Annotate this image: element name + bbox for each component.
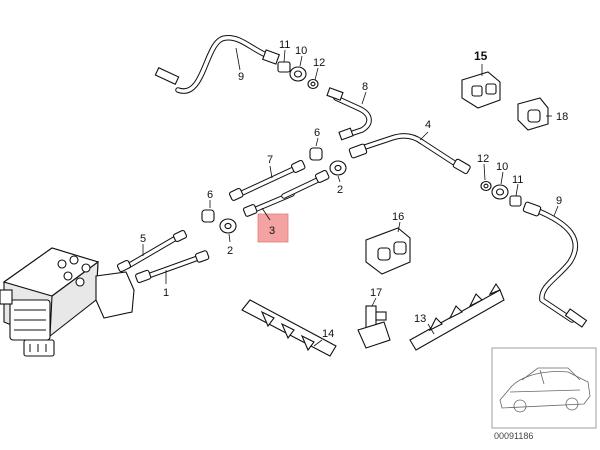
clip-17 (357, 305, 391, 349)
abs-hydraulic-unit (0, 247, 135, 357)
washer-12-top (307, 78, 319, 90)
callout-10-top: 10 (295, 45, 307, 57)
callout-5: 5 (140, 233, 146, 245)
callout-2-left: 2 (227, 245, 233, 257)
callout-7: 7 (267, 154, 273, 166)
clip-18 (517, 97, 549, 131)
holder-13 (409, 282, 505, 351)
bracket-16 (365, 227, 411, 275)
brake-line-4 (348, 133, 471, 175)
callout-10-right: 10 (496, 161, 508, 173)
brake-line-9-right (522, 201, 588, 328)
nut-11-top (277, 61, 291, 73)
callout-3-highlight (257, 213, 289, 243)
callout-6-left: 6 (207, 189, 213, 201)
pipe-1 (135, 250, 210, 284)
callout-9-right: 9 (556, 195, 562, 207)
callout-2-right: 2 (337, 184, 343, 196)
callout-9-top: 9 (238, 71, 244, 83)
washer-12-right (480, 180, 492, 192)
callout-16: 16 (392, 211, 404, 223)
callout-4: 4 (425, 119, 431, 131)
callout-11-top: 11 (279, 39, 290, 51)
callout-11-right: 11 (512, 174, 523, 186)
pipe-7b (281, 169, 330, 199)
callout-17: 17 (370, 287, 382, 299)
fitting-2-right (329, 160, 347, 176)
holder-14 (241, 299, 337, 357)
callout-3: 3 (269, 225, 275, 237)
sleeve-6-right (309, 147, 323, 161)
nut-11-right (509, 195, 522, 207)
callout-12-top: 12 (313, 57, 325, 69)
sleeve-6-left (201, 209, 215, 223)
brake-line-9-top (154, 35, 280, 94)
brake-line-8 (326, 87, 372, 141)
fitting-2-left (219, 218, 237, 234)
pipe-5 (116, 229, 188, 273)
banjo-10-top (289, 66, 307, 82)
callout-6-right: 6 (314, 127, 320, 139)
bracket-15 (461, 71, 501, 109)
callout-1: 1 (163, 287, 169, 299)
diagram-reference-code: 00091186 (494, 431, 533, 441)
callout-8: 8 (362, 81, 368, 93)
callout-12-right: 12 (477, 153, 489, 165)
banjo-10-right (491, 184, 509, 200)
callout-18: 18 (556, 111, 568, 123)
callout-14: 14 (322, 328, 334, 340)
pipe-7a (228, 159, 306, 201)
callout-15: 15 (474, 49, 488, 63)
vehicle-thumbnail (491, 347, 597, 429)
callout-13: 13 (414, 313, 426, 325)
